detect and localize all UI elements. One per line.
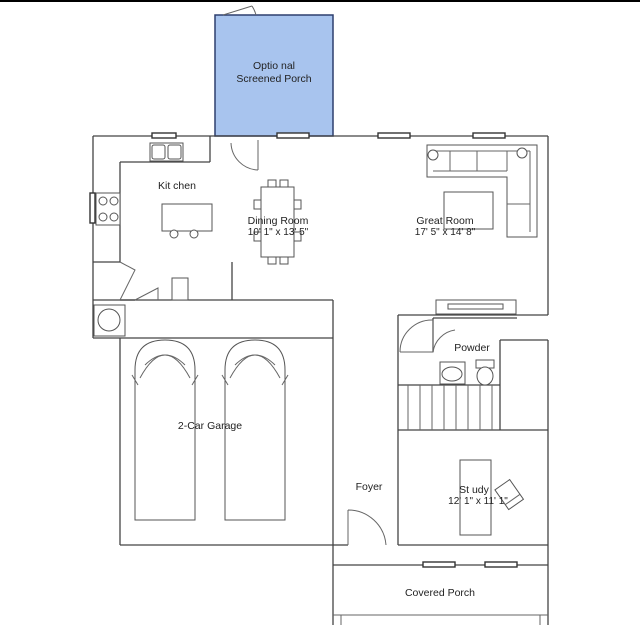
kitchen-label: Kit chen: [158, 180, 196, 192]
kitchen-fixtures: [93, 142, 213, 337]
garage-label: 2-Car Garage: [178, 420, 242, 432]
great-room-label: Great Room: [416, 215, 473, 227]
dining-room-dimensions: 10' 1" x 13' 5": [248, 227, 309, 238]
study-desk: [459, 459, 525, 536]
great-room-dimensions: 17' 5" x 14' 8": [415, 227, 476, 238]
garage-cars: [131, 339, 289, 521]
staircase: [407, 385, 493, 430]
porch-label-line2: Screened Porch: [236, 73, 311, 85]
porch-door-swing: [222, 5, 257, 16]
powder-label: Powder: [454, 342, 490, 354]
covered-porch-label: Covered Porch: [405, 587, 475, 599]
great-room-furniture: [426, 144, 538, 315]
dining-table: [253, 179, 302, 265]
dining-room-label: Dining Room: [248, 215, 309, 227]
windows: [89, 132, 518, 568]
powder-fixtures: [439, 359, 495, 386]
porch-label-line1: Optio nal: [253, 60, 295, 72]
study-label: St udy: [459, 484, 490, 496]
door-swings: [119, 140, 456, 546]
study-dimensions: 12' 1" x 11' 1": [448, 496, 508, 507]
interior-walls: [93, 136, 548, 545]
foyer-label: Foyer: [356, 481, 383, 493]
